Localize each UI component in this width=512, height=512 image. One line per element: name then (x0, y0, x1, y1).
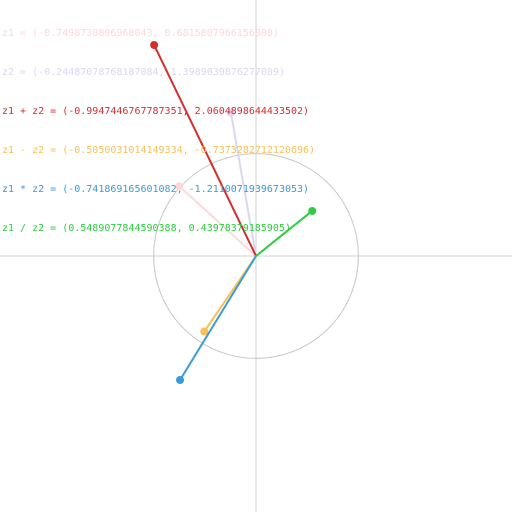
readout-z2: z2 = (-0.24487078768187084, 1.3989039876… (2, 67, 285, 78)
z1-times-z2-vector (179, 255, 257, 382)
z1-over-z2-point (308, 206, 317, 215)
value-readouts: z1 = (-0.7498738896968043, 0.68158079661… (2, 1, 315, 261)
readout-quotient: z1 / z2 = (0.5489077844590388, 0.4397837… (2, 223, 291, 234)
readout-product: z1 * z2 = (-0.741869165601082, -1.211007… (2, 184, 310, 195)
readout-sum: z1 + z2 = (-0.9947446767787351, 2.060489… (2, 106, 310, 117)
z2-vector (229, 111, 257, 257)
readout-difference: z1 - z2 = (-0.5050031014149334, -0.73732… (2, 145, 316, 156)
z1-plus-z2-point (150, 41, 159, 50)
z1-plus-z2-vector (153, 44, 257, 257)
readout-z1: z1 = (-0.7498738896968043, 0.68158079661… (2, 28, 279, 39)
z1-vector (178, 185, 257, 257)
z2-point (226, 108, 235, 117)
z1-minus-z2-point (200, 327, 209, 336)
z1-over-z2-vector (255, 209, 314, 257)
z1-point (175, 182, 184, 191)
unit-circle (153, 153, 359, 359)
z1-times-z2-point (176, 376, 185, 385)
